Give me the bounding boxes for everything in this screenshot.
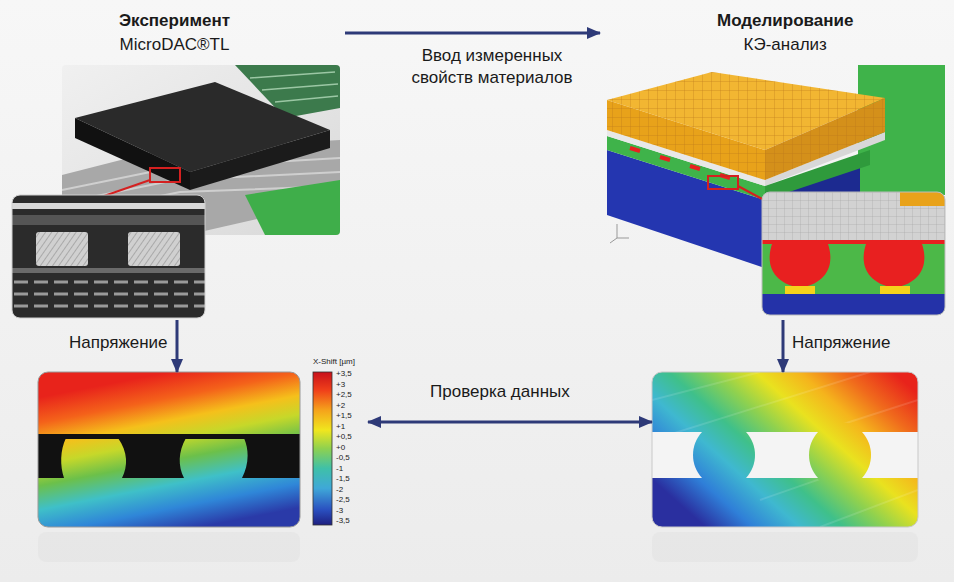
colorbar-tick: +2,5 [336, 390, 352, 400]
heading-group: ЭкспериментMicroDAC®TL [119, 9, 230, 57]
flow-arrow [368, 421, 652, 424]
colorbar-tick: +0 [336, 443, 345, 453]
flow-arrow [782, 320, 785, 372]
measured-strain-map [36, 372, 368, 528]
colorbar-tick: -2,5 [336, 495, 350, 505]
experiment-panel: ЭкспериментMicroDAC®TL [10, 4, 345, 320]
simulation-panel: МоделированиеКЭ-анализ [600, 4, 950, 320]
colorbar-tick: -3,5 [336, 516, 350, 526]
arrow-label: Напряжение [792, 332, 891, 354]
panel-subheading: КЭ-анализ [717, 33, 853, 57]
colorbar-tick: +3,5 [336, 369, 352, 379]
colorbar-tick: -2 [336, 485, 343, 495]
flow-arrow [345, 32, 600, 35]
colorbar-tick: +1,5 [336, 411, 352, 421]
arrow-label: Напряжение [69, 332, 168, 354]
heading-group: МоделированиеКЭ-анализ [717, 9, 853, 57]
colorbar-tick: +1 [336, 422, 345, 432]
panel-heading: Моделирование [717, 9, 853, 33]
colorbar-tick: -3 [336, 506, 343, 516]
colorbar-tick: -0,5 [336, 453, 350, 463]
colorbar-tick: +0,5 [336, 432, 352, 442]
colorbar-title: X-Shift [µm] [313, 357, 355, 367]
arrow-label: Проверка данных [430, 381, 570, 403]
flow-arrow [176, 320, 179, 372]
simulated-strain-map [652, 372, 918, 528]
panel-subheading: MicroDAC®TL [119, 33, 230, 57]
colorbar-tick: +3 [336, 380, 345, 390]
colorbar-tick: -1 [336, 464, 343, 474]
colorbar-tick: +2 [336, 401, 345, 411]
arrow-label: Ввод измеренных свойств материалов [397, 45, 587, 89]
colorbar-tick: -1,5 [336, 474, 350, 484]
panel-heading: Эксперимент [119, 9, 230, 33]
